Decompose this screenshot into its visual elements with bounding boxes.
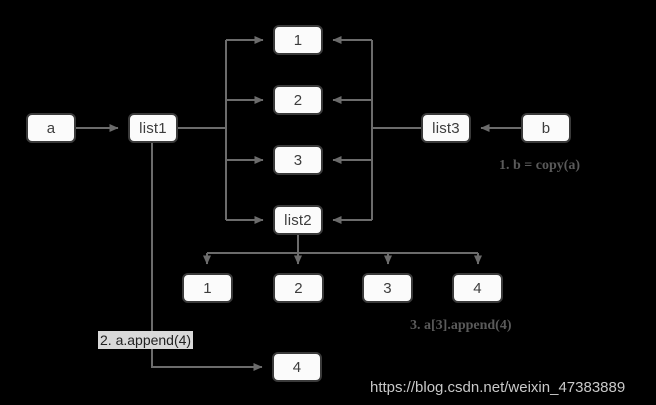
- step-label-1: 1. b = copy(a): [499, 158, 581, 173]
- step-label-3: 3. a[3].append(4): [410, 318, 512, 333]
- step-label-2: 2. a.append(4): [98, 331, 194, 349]
- node-appended-4[interactable]: 4: [272, 352, 322, 382]
- watermark-url: https://blog.csdn.net/weixin_47383889: [370, 379, 626, 396]
- node-list3[interactable]: list3: [421, 113, 471, 143]
- node-list1[interactable]: list1: [128, 113, 178, 143]
- node-item-1[interactable]: 1: [273, 25, 323, 55]
- node-item-2[interactable]: 2: [273, 85, 323, 115]
- node-list2[interactable]: list2: [273, 205, 323, 235]
- node-item-3[interactable]: 3: [273, 145, 323, 175]
- node-a[interactable]: a: [26, 113, 76, 143]
- node-sub-2[interactable]: 2: [273, 273, 324, 303]
- node-sub-4[interactable]: 4: [452, 273, 503, 303]
- node-b[interactable]: b: [521, 113, 571, 143]
- node-sub-1[interactable]: 1: [182, 273, 233, 303]
- node-sub-3[interactable]: 3: [362, 273, 413, 303]
